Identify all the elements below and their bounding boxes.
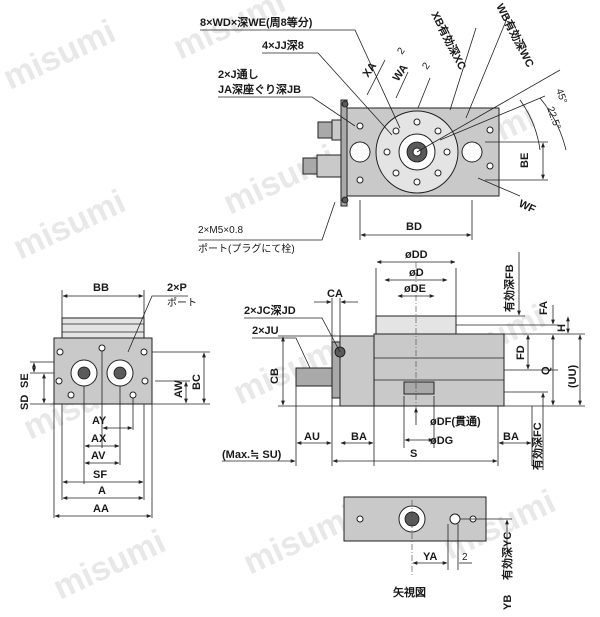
watermark-text: misumi [217,137,341,222]
watermark-text: misumi [167,0,291,67]
watermark-text: misumi [237,497,361,582]
label-wd-we: 8×WD×深WE(周8等分) [200,15,313,29]
dim-2b: 2 [420,60,432,71]
dim-ay: AY [92,415,107,427]
dim-2: 2 [462,552,468,563]
dim-fd: FD [515,345,527,360]
label-port-plug: ポート(プラグにて栓) [198,242,295,255]
dim-bc: BC [191,374,203,390]
dim-sf: SF [93,469,107,481]
body [373,333,505,407]
pin-hole [486,162,494,170]
label-jj: 4×JJ深8 [262,38,304,52]
dim-dg: øDG [430,435,453,447]
label-yb: YB [502,595,514,610]
pin-hole [356,515,364,523]
dim-ba-right: BA [503,431,519,443]
left-view: BB 2×P ポート SE SD AW BC AY AX AV [19,282,210,518]
dim-d: øD [409,267,424,279]
dim-45deg: 45° [553,87,569,105]
label-port: ポート [167,297,197,309]
dim-ba-left: BA [351,431,367,443]
dim-aw: AW [173,380,185,398]
fitting [302,157,318,175]
dim-dd: øDD [405,249,428,261]
dim-h: H [556,324,568,332]
table-holes [383,118,451,186]
end-plate [340,99,348,207]
dim-uu: (UU) [567,364,579,388]
mount-hole [461,141,483,163]
watermark-text: misumi [7,182,131,267]
dim-a: A [98,485,106,497]
arc-22 [519,99,541,151]
dim-fa: FA [538,301,550,315]
port-fitting [77,366,91,380]
label-xb-xc: XB有効深XC [428,9,469,72]
label-2p: 2×P [167,282,187,294]
arrow-view: YA 2 有効深YC YB 矢視図 [343,496,514,610]
label-fc: 有効深FC [530,422,544,470]
fitting [317,121,333,139]
label-m5: 2×M5×0.8 [198,225,243,236]
vent-hole [449,513,461,525]
dim-aa: AA [93,503,109,515]
label-jc-jd: 2×JC深JD [244,303,296,317]
bearing [403,381,435,395]
dim-wa: WA [391,62,411,83]
dim-ca: CA [327,288,343,300]
bolt [341,196,349,204]
small-holes [55,344,149,399]
dim-bd: BD [406,221,422,233]
dim-av: AV [91,450,106,462]
dim-be: BE [519,153,531,168]
dim-2a: 2 [395,45,407,56]
watermark-text: misumi [0,12,121,97]
dim-sd: SD [19,395,31,410]
label-yc: 有効深YC [500,532,514,580]
pin-hole [356,122,364,130]
dim-de: øDE [404,283,426,295]
dim-df: øDF(貫通) [430,415,481,428]
label-ja-jb: JA深座ぐり深JB [218,82,301,96]
port-fitting [113,366,127,380]
dim-se: SE [19,373,31,388]
dim-22-5deg: 22.5° [544,105,562,131]
watermark-text: misumi [47,522,171,607]
dim-max-su: (Max.≒ SU) [222,449,282,461]
cover [339,335,375,407]
piston-rod [295,367,333,387]
dim-s: S [410,448,417,460]
dim-cb: CB [269,368,281,384]
dim-bb: BB [93,282,109,294]
table-top [61,317,145,339]
label-j-through: 2×J通し [218,68,259,81]
pin-hole [356,176,364,184]
dim-ya: YA [423,551,437,563]
mount-hole [349,141,371,163]
dim-q: Q [540,366,552,375]
dim-ax: AX [91,433,107,445]
front-view: øDD øD øDE 有効深FB FA H FD Q (UU) CA 2×JC深… [222,249,585,470]
label-fb: 有効深FB [502,264,516,312]
arrow-view-title: 矢視図 [393,585,426,599]
dim-au: AU [304,431,320,443]
dim-wf: WF [517,198,538,216]
arc-45 [539,97,567,151]
bolt [341,100,349,108]
label-ju: 2×JU [252,325,279,337]
pin-hole [486,126,494,134]
